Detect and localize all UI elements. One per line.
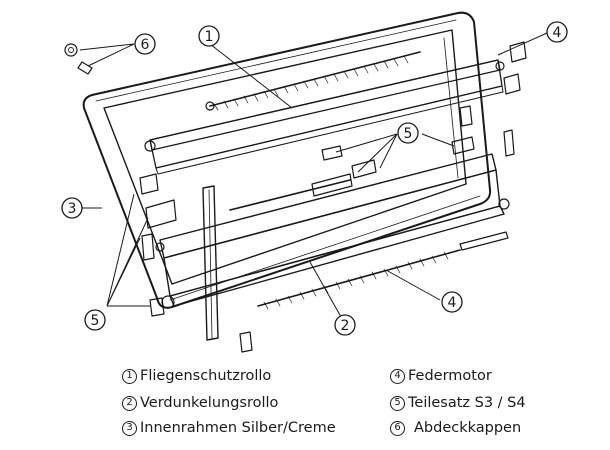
- legend-item-6-number: 6: [390, 420, 405, 436]
- callout-4-lower: 4: [441, 291, 463, 313]
- legend-item-2-label: Verdunkelungsrollo: [140, 395, 279, 411]
- legend-item-3-number: 3: [122, 420, 137, 436]
- callout-6: 6: [134, 33, 156, 55]
- leader-lines: [79, 32, 548, 325]
- callout-5-right-number: 5: [404, 126, 413, 142]
- callout-4-upper: 4: [546, 21, 568, 43]
- inner-frame: [82, 11, 492, 309]
- legend-item-4-label: Federmotor: [408, 368, 492, 384]
- legend-item-6: 6 Abdeckkappen: [390, 420, 521, 436]
- legend-item-1: 1 Fliegenschutzrollo: [122, 368, 271, 384]
- legend-item-2-number: 2: [122, 395, 137, 411]
- callout-1: 1: [198, 25, 220, 47]
- legend-item-1-number: 1: [122, 368, 137, 384]
- callout-5-left: 5: [84, 309, 106, 331]
- callout-6-number: 6: [141, 37, 150, 53]
- legend-item-5-number: 5: [390, 395, 405, 411]
- fly-screen-roller: [144, 59, 505, 175]
- legend-item-6-label: Abdeckkappen: [414, 420, 522, 436]
- legend-item-5: 5 Teilesatz S3 / S4: [390, 395, 526, 411]
- spring-motor-lower: [229, 179, 509, 310]
- callout-3: 3: [61, 197, 83, 219]
- legend-item-5-label: Teilesatz S3 / S4: [408, 395, 526, 411]
- callout-4-lower-number: 4: [448, 295, 457, 311]
- legend-item-3: 3 Innenrahmen Silber/Creme: [122, 420, 336, 436]
- legend-item-1-label: Fliegenschutzrollo: [140, 368, 272, 384]
- legend-item-3-label: Innenrahmen Silber/Creme: [140, 420, 336, 436]
- callout-4-upper-number: 4: [553, 25, 562, 41]
- callout-3-number: 3: [68, 201, 77, 217]
- legend-item-4: 4 Federmotor: [390, 368, 492, 384]
- cover-caps: [64, 43, 93, 75]
- callout-2: 2: [334, 314, 356, 336]
- guide-rail: [202, 185, 253, 353]
- callout-2-number: 2: [341, 318, 350, 334]
- legend-item-4-number: 4: [390, 368, 405, 384]
- callout-1-number: 1: [205, 29, 214, 45]
- diagram-drawing: 1 2 3 4 4 5 5 6: [61, 11, 568, 353]
- callout-5-right: 5: [397, 122, 419, 144]
- parts-set: [139, 41, 527, 317]
- blackout-roller: [155, 153, 510, 309]
- callout-5-left-number: 5: [91, 313, 100, 329]
- spring-motor-upper: [205, 51, 421, 111]
- legend-item-2: 2 Verdunkelungsrollo: [122, 395, 278, 411]
